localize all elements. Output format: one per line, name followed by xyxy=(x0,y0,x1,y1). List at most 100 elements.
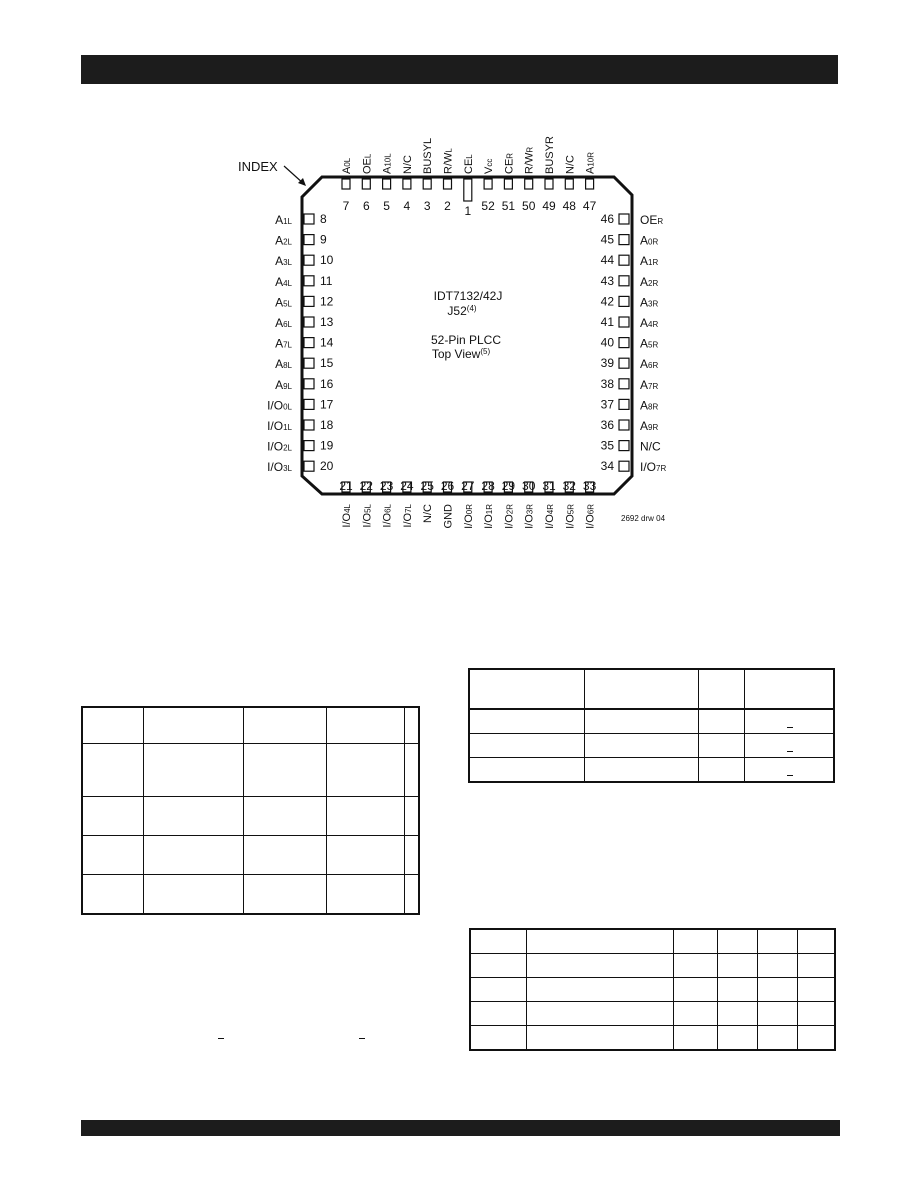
pin-number: 11 xyxy=(320,274,333,288)
pin-name: CER xyxy=(503,153,515,174)
pin-pad xyxy=(402,481,412,493)
pin-name: I/O4L xyxy=(341,503,353,527)
pin-pad xyxy=(361,178,371,190)
pinout-diagram: INDEX IDT7132/42J J52(4) 52-Pin PLCC Top… xyxy=(238,136,667,529)
pin-number: 45 xyxy=(601,233,615,247)
table-row xyxy=(81,835,420,875)
pin-name: I/O4R xyxy=(544,504,556,529)
pin-pad xyxy=(422,481,432,493)
pin-name: I/O7R xyxy=(640,460,666,474)
pin-name: R/WR xyxy=(524,147,536,174)
pin-pad xyxy=(503,178,513,190)
pin-number: 51 xyxy=(502,199,516,213)
pin-number: 23 xyxy=(380,479,394,493)
pin-number: 2 xyxy=(444,199,451,213)
pin-name: A9L xyxy=(275,378,292,392)
drawing-ref: 2692 drw 04 xyxy=(621,514,666,523)
pin-number: 15 xyxy=(320,356,334,370)
pin-pad xyxy=(341,481,351,493)
table-row xyxy=(81,743,420,797)
pin-name: A8L xyxy=(275,357,292,371)
table-row xyxy=(468,668,835,710)
pin-name: OER xyxy=(640,213,663,227)
pin-name: N/C xyxy=(564,155,576,174)
pin-pad xyxy=(584,178,595,190)
pin-number: 38 xyxy=(601,377,615,391)
pin-pad xyxy=(618,378,630,390)
pin-number: 43 xyxy=(601,274,615,288)
pin-name: A9R xyxy=(640,419,658,433)
pin-pad xyxy=(524,178,534,190)
package-code: J52 xyxy=(447,304,467,318)
pin-pad xyxy=(303,440,315,452)
pin-name: A3R xyxy=(640,295,658,309)
pin-pad xyxy=(618,398,630,410)
pin-name: I/O3L xyxy=(267,460,292,474)
dash-mark xyxy=(359,1038,365,1039)
pin-pad xyxy=(564,481,574,493)
pin-number: 4 xyxy=(404,199,411,213)
pin-number: 18 xyxy=(320,418,334,432)
pin-name: N/C xyxy=(402,155,414,174)
pin-pad xyxy=(303,316,315,328)
pin-name: A6L xyxy=(275,316,292,330)
footer-bar xyxy=(81,1120,840,1136)
pin-pad xyxy=(422,178,432,190)
pin-name: A7R xyxy=(640,378,658,392)
pin-number: 8 xyxy=(320,212,327,226)
pin-number: 52 xyxy=(481,199,495,213)
pin-number: 50 xyxy=(522,199,536,213)
dash-mark xyxy=(786,751,793,752)
pin-pad xyxy=(303,234,315,246)
table-row xyxy=(81,874,420,915)
pin-name: BUSYL xyxy=(422,138,434,174)
pin-number: 1 xyxy=(464,204,471,218)
part-number: IDT7132/42J xyxy=(434,289,503,303)
pin-name: R/WL xyxy=(443,148,455,174)
pin-pad xyxy=(361,481,371,493)
pin-name: A10R xyxy=(585,152,597,174)
pin-number: 46 xyxy=(601,212,615,226)
pin-number: 16 xyxy=(320,377,334,391)
pin-number: 35 xyxy=(601,439,615,453)
pin-pad xyxy=(618,275,630,287)
pin-number: 10 xyxy=(320,253,334,267)
pin-number: 32 xyxy=(563,479,577,493)
pin-pad xyxy=(303,337,315,349)
pin-name: I/O5R xyxy=(564,504,576,529)
pin-number: 37 xyxy=(601,397,615,411)
pin-name: A3L xyxy=(275,254,292,268)
pin-pad xyxy=(618,316,630,328)
pin-number: 24 xyxy=(400,479,414,493)
pin-name: A4L xyxy=(275,275,292,289)
pin-number: 6 xyxy=(363,199,370,213)
pin-pad xyxy=(618,419,630,431)
pin-name: A0R xyxy=(640,234,658,248)
pin-number: 42 xyxy=(601,294,615,308)
pin-pad xyxy=(503,481,513,493)
pin-number: 9 xyxy=(320,233,327,247)
left-pin-column: 8A1L9A2L10A3L11A4L12A5L13A6L14A7L15A8L16… xyxy=(267,212,334,474)
bottom-pin-row: 21I/O4L22I/O5L23I/O6L24I/O7L25N/C26GND27… xyxy=(339,479,596,529)
pin-name: A2R xyxy=(640,275,658,289)
pin-name: I/O0L xyxy=(267,398,292,412)
pin-name: A6R xyxy=(640,357,658,371)
pin-number: 5 xyxy=(383,199,390,213)
pin-name: I/O7L xyxy=(402,503,414,527)
pin-name: I/O1L xyxy=(267,419,292,433)
pin-pad xyxy=(483,178,493,190)
pin-pad xyxy=(402,178,412,190)
pin-pad xyxy=(618,254,630,266)
pin-number: 25 xyxy=(421,479,435,493)
left-table xyxy=(81,706,420,915)
pin-pad xyxy=(382,481,392,493)
pin-name: A4R xyxy=(640,316,658,330)
pin-pad xyxy=(618,357,630,369)
pin-pad xyxy=(584,481,595,493)
pin-name: I/O2L xyxy=(267,440,292,454)
right-top-table xyxy=(468,668,835,783)
right-bottom-table xyxy=(469,928,836,1051)
pin-pad xyxy=(303,378,315,390)
pin-name: N/C xyxy=(422,504,434,523)
